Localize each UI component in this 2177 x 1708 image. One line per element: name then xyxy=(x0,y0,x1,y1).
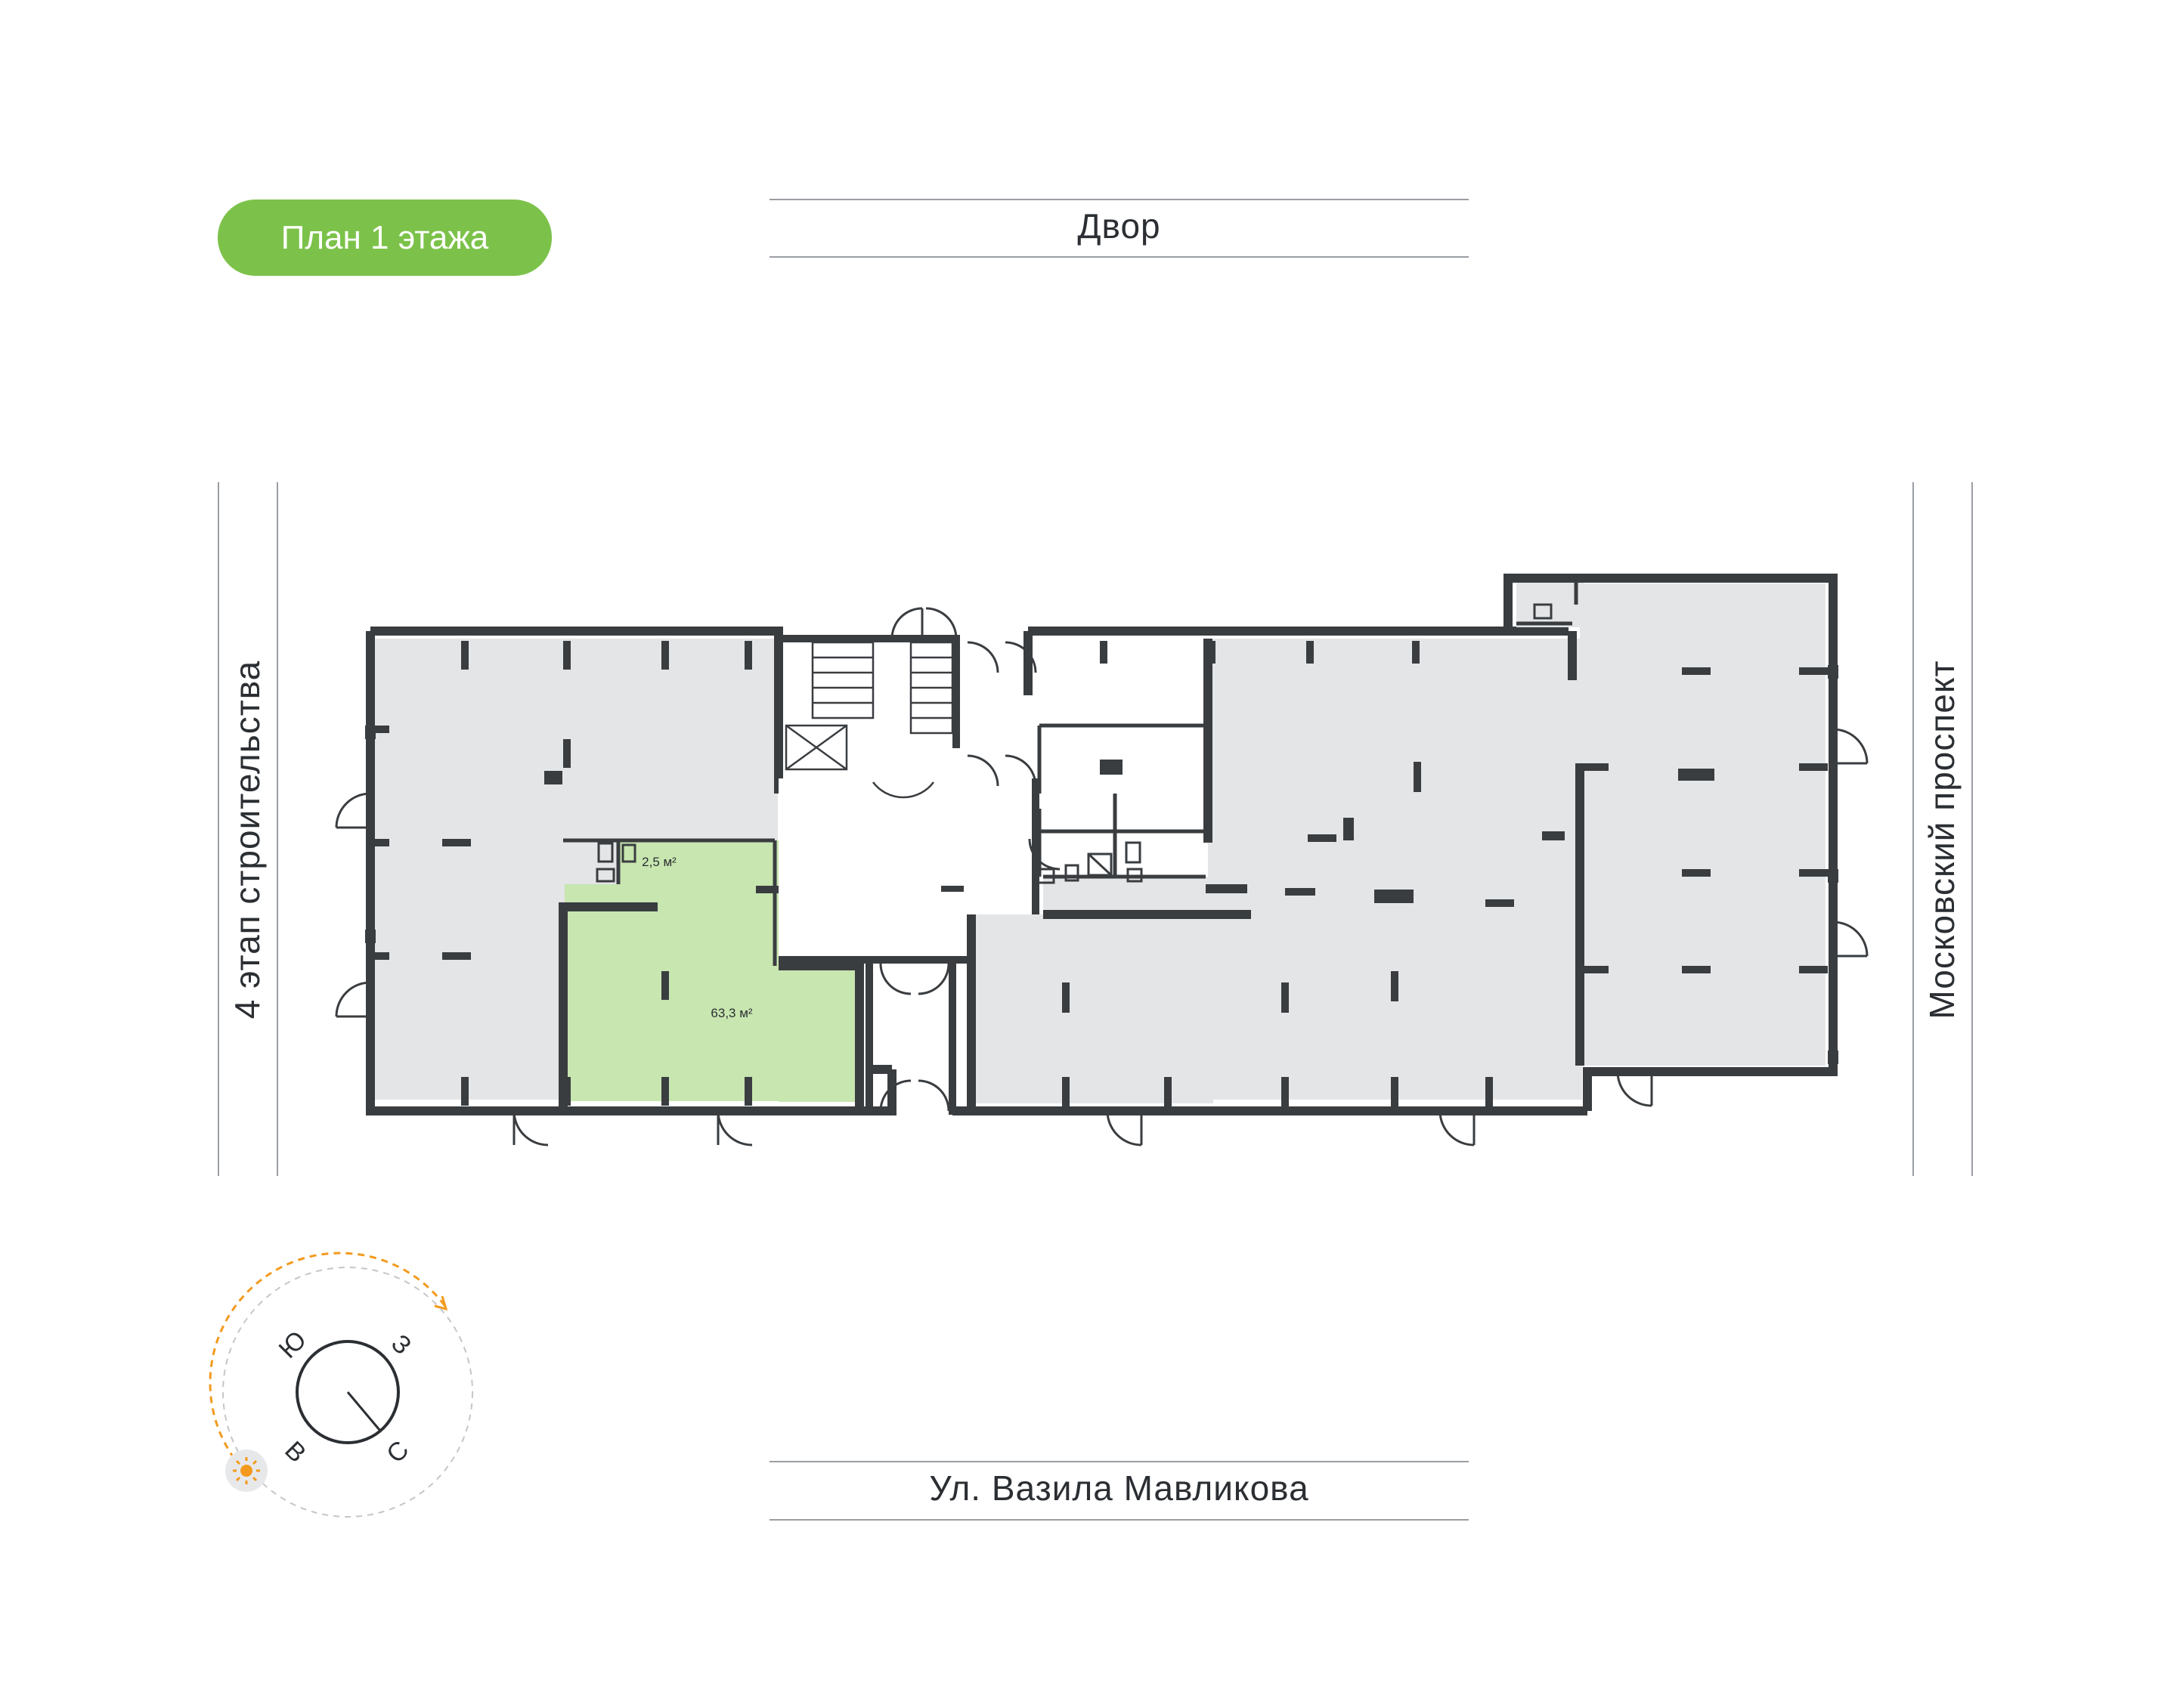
room-small-upper[interactable] xyxy=(1043,642,1206,726)
street-left-line-inner xyxy=(277,482,278,1176)
street-top-label: Двор xyxy=(1077,206,1161,246)
compass: Ю З С В xyxy=(209,1252,473,1518)
street-top-line-lower xyxy=(770,256,1469,258)
compass-label-west: З xyxy=(386,1329,417,1360)
street-top-line-upper xyxy=(770,199,1469,200)
street-left-line-outer xyxy=(218,482,219,1176)
street-bottom-line-lower xyxy=(770,1519,1469,1521)
sun-path xyxy=(209,1252,447,1459)
street-bottom-label: Ул. Вазила Мавликова xyxy=(929,1468,1309,1508)
room-bathroom-selected[interactable] xyxy=(618,840,689,875)
room-right-large[interactable] xyxy=(1580,583,1826,1066)
compass-label-south: Ю xyxy=(274,1326,312,1364)
room-right-center[interactable] xyxy=(1208,639,1582,1100)
sun-icon xyxy=(225,1450,268,1492)
compass-label-north: С xyxy=(381,1435,414,1468)
unit-area-label: 63,3 м² xyxy=(711,1006,752,1020)
compass-dial xyxy=(296,1340,400,1444)
floor-title-badge[interactable]: План 1 этажа xyxy=(218,200,552,276)
street-bottom-line-upper xyxy=(770,1461,1469,1462)
street-right-line-outer xyxy=(1971,482,1973,1176)
unit-area-label: 2,5 м² xyxy=(642,855,677,869)
compass-needle xyxy=(346,1391,381,1431)
street-right-line-inner xyxy=(1912,482,1914,1176)
compass-label-east: В xyxy=(279,1436,311,1468)
